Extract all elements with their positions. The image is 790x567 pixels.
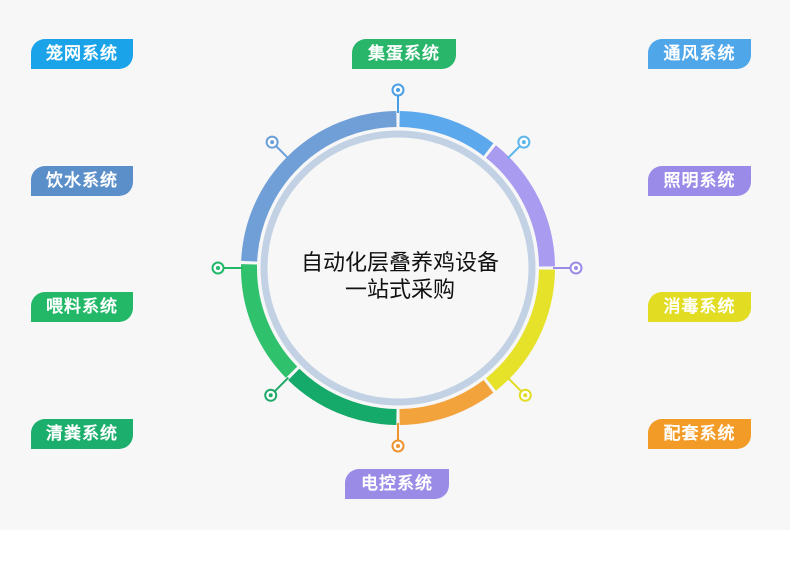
ring-segment: [485, 269, 555, 391]
tag-egg-collection-system[interactable]: 集蛋系统: [352, 39, 456, 69]
ring-segment: [485, 145, 555, 267]
tag-lighting-system[interactable]: 照明系统: [648, 166, 751, 196]
connector-pin-dot: [521, 140, 526, 145]
tag-cage-system[interactable]: 笼网系统: [31, 39, 133, 69]
connector-pin-dot: [523, 393, 528, 398]
ring-segment: [241, 264, 298, 378]
tag-disinfection-system[interactable]: 消毒系统: [648, 292, 751, 322]
center-title: 自动化层叠养鸡设备 一站式采购: [270, 250, 530, 304]
ring-segment: [288, 368, 397, 425]
ring-segment: [399, 111, 494, 157]
ring-segment: [241, 111, 397, 262]
tag-ventilation-system[interactable]: 通风系统: [648, 39, 751, 69]
connector-pin-dot: [268, 393, 273, 398]
ring-segments: [241, 111, 555, 425]
tag-accessory-system[interactable]: 配套系统: [648, 419, 751, 449]
tag-feeding-system[interactable]: 喂料系统: [31, 292, 133, 322]
center-title-line1: 自动化层叠养鸡设备: [300, 251, 499, 276]
connector-pin-dot: [270, 140, 275, 145]
connectors: [211, 83, 583, 453]
inner-ring: [260, 130, 536, 406]
tag-electric-control-system[interactable]: 电控系统: [345, 469, 449, 499]
tag-water-system[interactable]: 饮水系统: [31, 166, 133, 196]
connector-pin-dot: [574, 266, 578, 270]
connector-pin-dot: [396, 88, 400, 92]
tag-manure-system[interactable]: 清粪系统: [31, 419, 133, 449]
center-title-line2: 一站式采购: [344, 278, 455, 303]
connector-pin-dot: [396, 444, 400, 448]
connector-pin-dot: [216, 266, 220, 270]
ring-segment: [399, 379, 494, 425]
